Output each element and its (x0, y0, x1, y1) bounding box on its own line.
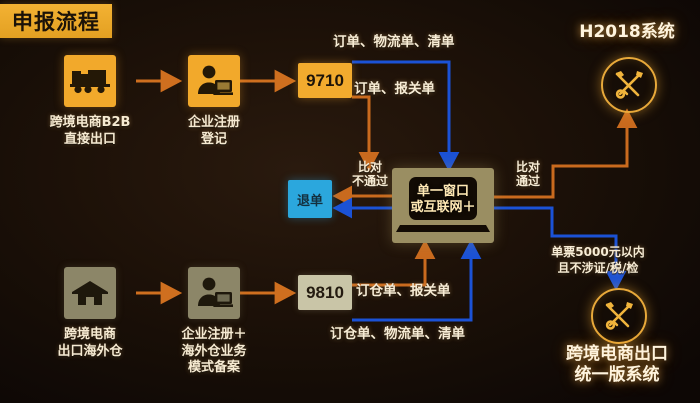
page-title-text: 申报流程 (12, 10, 100, 34)
bottom-label-booking-logistics-list: 订仓单、物流单、清单 (330, 326, 465, 342)
refund-box[interactable]: 退单 (288, 180, 332, 218)
arrow-9710-declaration-to-window (352, 95, 380, 172)
top-register-caption: 企业注册 登记 (187, 115, 240, 147)
refund-box-label: 退单 (296, 193, 323, 209)
code-box-9710[interactable]: 9710 (298, 63, 352, 98)
code-box-9810[interactable]: 9810 (298, 275, 352, 310)
arrow-9810-declaration-to-window (352, 239, 436, 287)
bottom-label-booking-declaration: 订仓单、报关单 (356, 283, 451, 299)
page-title: 申报流程 (0, 4, 112, 38)
unified-system-title: 跨境电商出口 统一版系统 (566, 344, 668, 386)
arrow-9710-orderdocs-to-window (352, 60, 460, 172)
unified-system-condition: 单票5000元以内 且不涉证/税/检 (551, 245, 645, 275)
h2018-system-title: H2018系统 (579, 22, 675, 42)
code-box-9710-value: 9710 (306, 70, 344, 90)
business-registration-icon (188, 55, 240, 107)
top-source-caption: 跨境电商B2B 直接出口 (49, 115, 131, 147)
customs-key-hammer-icon (601, 57, 657, 113)
bottom-register-caption: 企业注册＋ 海外仓业务 模式备案 (181, 327, 247, 376)
warehouse-icon (64, 267, 116, 319)
truck-icon (64, 55, 116, 107)
single-window-node[interactable]: 单一窗口 或互联网＋ (392, 168, 494, 243)
arrow-9810-orderdocs-to-window (352, 239, 482, 322)
compare-fail-label: 比对 不通过 (351, 160, 388, 189)
bottom-source-caption: 跨境电商 出口海外仓 (57, 327, 123, 359)
business-registration-icon (188, 267, 240, 319)
laptop-icon (396, 177, 490, 232)
top-label-order-logistics-list: 订单、物流单、清单 (333, 34, 455, 50)
code-box-9810-value: 9810 (306, 282, 344, 302)
customs-key-hammer-icon (591, 288, 647, 344)
top-label-order-declaration: 订单、报关单 (354, 81, 435, 97)
compare-pass-label: 比对 通过 (515, 160, 540, 189)
